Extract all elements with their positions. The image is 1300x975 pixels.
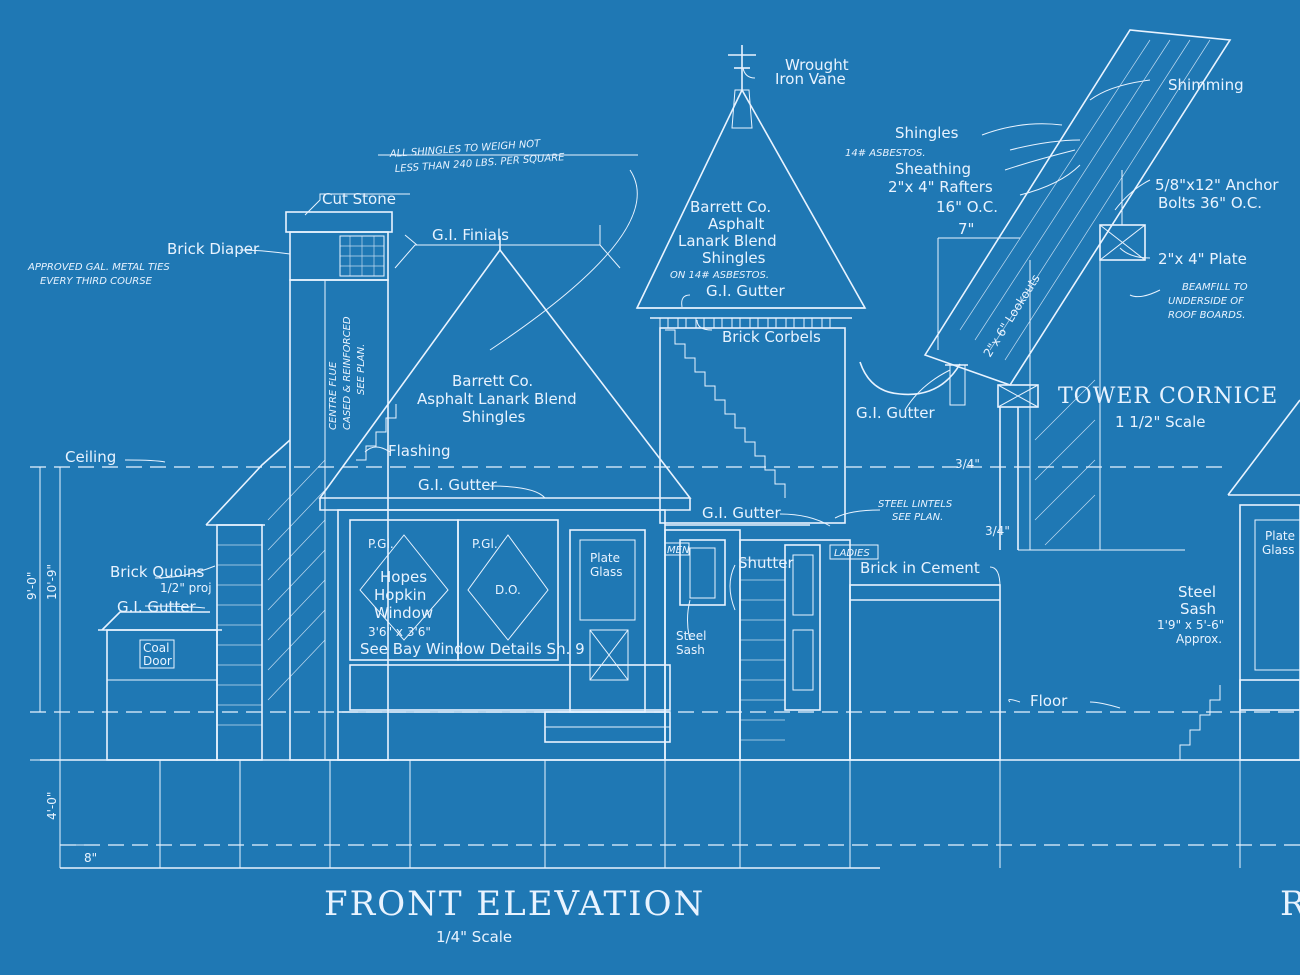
- window-left-label-1: P.Gl.: [368, 537, 394, 551]
- right-steel-sash-2: Sash: [1180, 600, 1216, 618]
- porch-gutter-label: G.I. Gutter: [702, 504, 781, 522]
- right-partial-elevation: [1179, 399, 1300, 761]
- shingles-label: Shingles: [895, 124, 959, 142]
- brick-in-cement-label: Brick in Cement: [860, 559, 980, 577]
- tower-shingles-3: Lanark Blend: [678, 232, 777, 250]
- tower-cornice-detail: [859, 29, 1232, 551]
- right-steel-sash-4: Approx.: [1176, 632, 1222, 646]
- front-door: [544, 529, 671, 743]
- right-steel-sash-1: Steel: [1178, 583, 1216, 601]
- shimming-label: Shimming: [1168, 76, 1244, 94]
- gal-metal-ties-1: APPROVED GAL. METAL TIES: [27, 262, 170, 273]
- window-left-label-5: 3'6" x 3'6": [368, 625, 431, 639]
- coal-door-label-2: Door: [143, 654, 172, 668]
- window-left-label-4: Window: [374, 604, 433, 622]
- cornice-gutter-label: G.I. Gutter: [856, 404, 935, 422]
- ladies-sign: LADIES: [834, 548, 870, 559]
- dim-8-label: 8": [84, 851, 97, 865]
- window-right-label-1: P.Gl.: [472, 537, 498, 551]
- main-gutter-label: G.I. Gutter: [418, 476, 497, 494]
- right-section: [739, 539, 1001, 761]
- roof-shingles-3: Shingles: [462, 408, 526, 426]
- right-plate-glass-2: Glass: [1262, 543, 1295, 557]
- brick-quoin-wall: [205, 439, 291, 761]
- anchor-bolts-label-1: 5/8"x12" Anchor: [1155, 176, 1279, 194]
- steel-sash-label-1: Steel: [676, 629, 706, 643]
- plate-label: 2"x 4" Plate: [1158, 250, 1247, 268]
- right-plate-glass-1: Plate: [1265, 529, 1295, 543]
- partial-title: R: [1280, 884, 1300, 924]
- gi-finials-label: G.I. Finials: [432, 226, 509, 244]
- gal-metal-ties-2: EVERY THIRD COURSE: [40, 276, 153, 287]
- plate-glass-label-2: Glass: [590, 565, 623, 579]
- front-elevation-scale: 1/4" Scale: [436, 928, 512, 946]
- brick-quoins-proj: 1/2" proj: [160, 581, 212, 595]
- left-wing: [98, 611, 222, 761]
- right-steel-sash-3: 1'9" x 5'-6": [1157, 618, 1224, 632]
- wrought-iron-vane-label-2: Iron Vane: [775, 70, 846, 88]
- roof-shingles-1: Barrett Co.: [452, 372, 533, 390]
- beamfill-label-1: BEAMFILL TO: [1182, 282, 1248, 293]
- tower: [635, 45, 867, 524]
- tower-shingles-5: ON 14# ASBESTOS.: [670, 270, 769, 281]
- dim-3-4b-label: 3/4": [985, 524, 1010, 538]
- front-elevation-title: FRONT ELEVATION: [324, 884, 705, 924]
- ceiling-label: Ceiling: [65, 448, 116, 466]
- flue-note-1: CENTRE FLUE: [328, 361, 339, 430]
- wrought-iron-vane-label-1: Wrought: [785, 56, 849, 74]
- anchor-bolts-label-2: Bolts 36" O.C.: [1158, 194, 1262, 212]
- dim-10-9-label: 10'-9": [45, 564, 59, 600]
- sheathing-label: Sheathing: [895, 160, 971, 178]
- steel-sash-label-2: Sash: [676, 643, 705, 657]
- plate-glass-label-1: Plate: [590, 551, 620, 565]
- left-gutter-label: G.I. Gutter: [117, 598, 196, 616]
- asbestos-label: 14# ASBESTOS.: [845, 148, 926, 159]
- flue-note-3: SEE PLAN.: [356, 344, 367, 395]
- flue-note-2: CASED & REINFORCED: [342, 316, 353, 430]
- window-left-label-2: Hopes: [380, 568, 427, 586]
- tower-shingles-1: Barrett Co.: [690, 198, 771, 216]
- tower-shingles-2: Asphalt: [708, 215, 764, 233]
- flashing-label: Flashing: [388, 442, 451, 460]
- beamfill-label-2: UNDERSIDE OF: [1168, 296, 1244, 307]
- coal-door-label-1: Coal: [143, 641, 169, 655]
- dim-7-label: 7": [958, 220, 974, 238]
- brick-quoins-label: Brick Quoins: [110, 563, 204, 581]
- dim-9-0-label: 9'-0": [25, 572, 39, 600]
- cut-stone-label: Cut Stone: [322, 190, 396, 208]
- steel-lintels-label-1: STEEL LINTELS: [878, 499, 953, 510]
- brick-corbels-label: Brick Corbels: [722, 328, 821, 346]
- rafters-label-2: 16" O.C.: [936, 198, 998, 216]
- window-left-label-3: Hopkin: [374, 586, 426, 604]
- bay-window-note: See Bay Window Details Sh. 9: [360, 640, 585, 658]
- roof-shingles-2: Asphalt Lanark Blend: [417, 390, 577, 408]
- leader-lines: [124, 67, 1161, 709]
- rafters-label-1: 2"x 4" Rafters: [888, 178, 993, 196]
- brick-diaper-label: Brick Diaper: [167, 240, 260, 258]
- dim-4-0-label: 4'-0": [45, 792, 59, 820]
- tower-cornice-title: TOWER CORNICE: [1058, 384, 1278, 409]
- tower-shingles-4: Shingles: [702, 249, 766, 267]
- tower-gutter-label: G.I. Gutter: [706, 282, 785, 300]
- dimension-lines: [30, 467, 100, 868]
- window-right-label-2: D.O.: [495, 583, 521, 597]
- shutter-label: Shutter: [738, 554, 795, 572]
- floor-label: Floor: [1030, 692, 1068, 710]
- beamfill-label-3: ROOF BOARDS.: [1168, 310, 1245, 321]
- men-sign: MEN: [667, 545, 690, 556]
- dim-3-4a-label: 3/4": [955, 457, 980, 471]
- steel-lintels-label-2: SEE PLAN.: [892, 512, 943, 523]
- tower-cornice-scale: 1 1/2" Scale: [1115, 413, 1205, 431]
